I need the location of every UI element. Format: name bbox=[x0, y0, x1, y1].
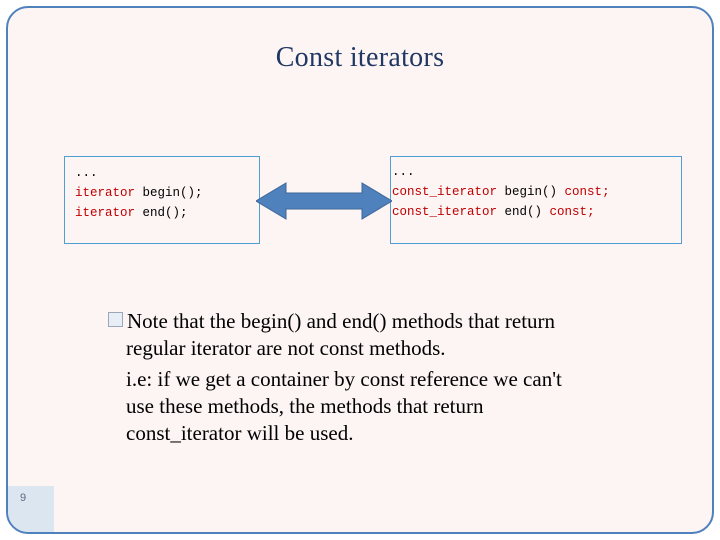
code-left-line-2-type: iterator bbox=[75, 186, 136, 200]
code-left-line-3-type: iterator bbox=[75, 206, 136, 220]
code-right-line-3-type: const_iterator bbox=[392, 205, 498, 219]
code-block-const-iterator: ... const_iterator begin() const; const_… bbox=[390, 156, 682, 244]
page-number-badge bbox=[8, 486, 54, 532]
code-right-line-3-end: ; bbox=[587, 205, 595, 219]
square-bullet-icon bbox=[108, 312, 123, 327]
code-right-line-1: ... bbox=[392, 165, 415, 179]
code-right-line-2-end: ; bbox=[602, 185, 610, 199]
paragraph-line-3: const_iterator will be used. bbox=[126, 421, 354, 445]
code-right-line-2-mid: begin() bbox=[497, 185, 565, 199]
code-left-line-2-rest: begin(); bbox=[135, 186, 203, 200]
paragraph-line-2: use these methods, the methods that retu… bbox=[126, 394, 484, 418]
page-title: Const iterators bbox=[275, 42, 445, 73]
bullet-line-2: regular iterator are not const methods. bbox=[126, 336, 446, 360]
slide-canvas: Const iterators ... iterator begin(); it… bbox=[6, 6, 714, 534]
code-right-line-2-const: const bbox=[564, 185, 603, 199]
bullet-line-1-text: Note that the begin() and end() methods … bbox=[127, 309, 556, 333]
code-left-line-3-rest: end(); bbox=[135, 206, 188, 220]
page-number: 9 bbox=[20, 492, 27, 504]
code-right-line-3-const: const bbox=[549, 205, 588, 219]
code-right-line-3-mid: end() bbox=[497, 205, 550, 219]
code-right-line-2-type: const_iterator bbox=[392, 185, 498, 199]
bullet-line-1: Note that the begin() and end() methods … bbox=[108, 308, 668, 335]
code-block-iterator: ... iterator begin(); iterator end(); bbox=[64, 156, 260, 244]
code-block-const-iterator-frame bbox=[390, 156, 682, 244]
code-left-line-1: ... bbox=[75, 166, 98, 180]
body-text-block: Note that the begin() and end() methods … bbox=[108, 308, 668, 447]
paragraph-line-1: i.e: if we get a container by const refe… bbox=[126, 367, 562, 391]
double-headed-arrow-icon bbox=[255, 180, 393, 222]
